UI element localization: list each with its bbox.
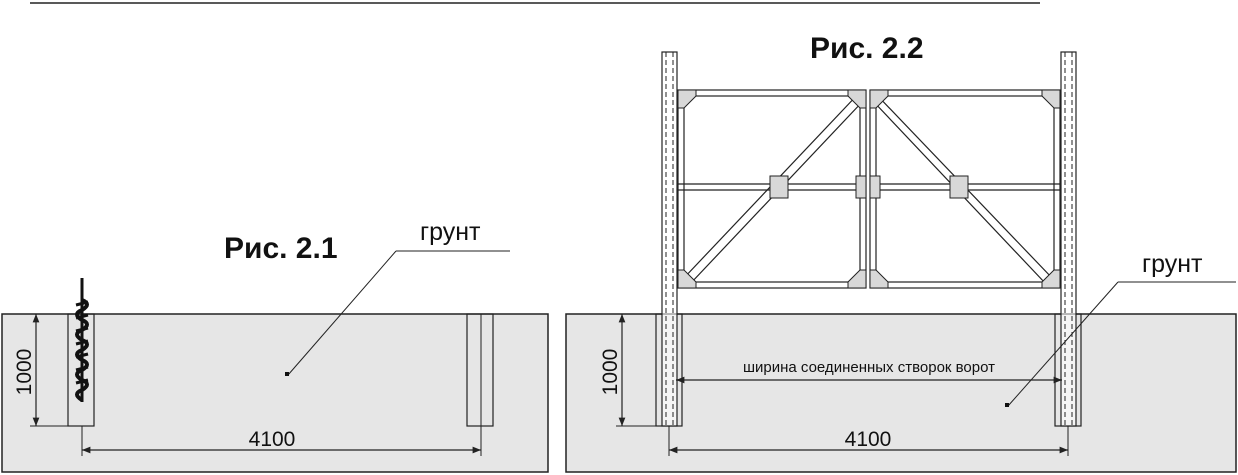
soil-label-left: грунт <box>420 218 481 246</box>
ground-block-left <box>1 313 549 473</box>
ground-block-right <box>565 313 1237 473</box>
width-label-right: 4100 <box>845 428 892 451</box>
gate-post-left <box>661 51 678 427</box>
soil-label-right: грунт <box>1142 250 1203 278</box>
gate-width-label: ширина соединенных створок ворот <box>743 359 995 376</box>
figure-title-2-2: Рис. 2.2 <box>810 32 924 65</box>
width-label-left: 4100 <box>249 428 296 451</box>
auger-drill-icon <box>75 278 89 402</box>
figure-2-1: 1000 4100 Рис. 2.1 грунт <box>1 218 549 473</box>
figure-2-2: 1000 ширина соединенных створок ворот 41… <box>565 32 1237 473</box>
gate-leaf-right <box>869 89 1061 289</box>
gate-post-right <box>1060 51 1077 427</box>
depth-label-right: 1000 <box>599 349 622 396</box>
gusset-plates <box>677 89 1061 289</box>
post-hole-right <box>466 313 494 427</box>
figure-title-2-1: Рис. 2.1 <box>224 232 338 265</box>
depth-label-left: 1000 <box>13 349 36 396</box>
